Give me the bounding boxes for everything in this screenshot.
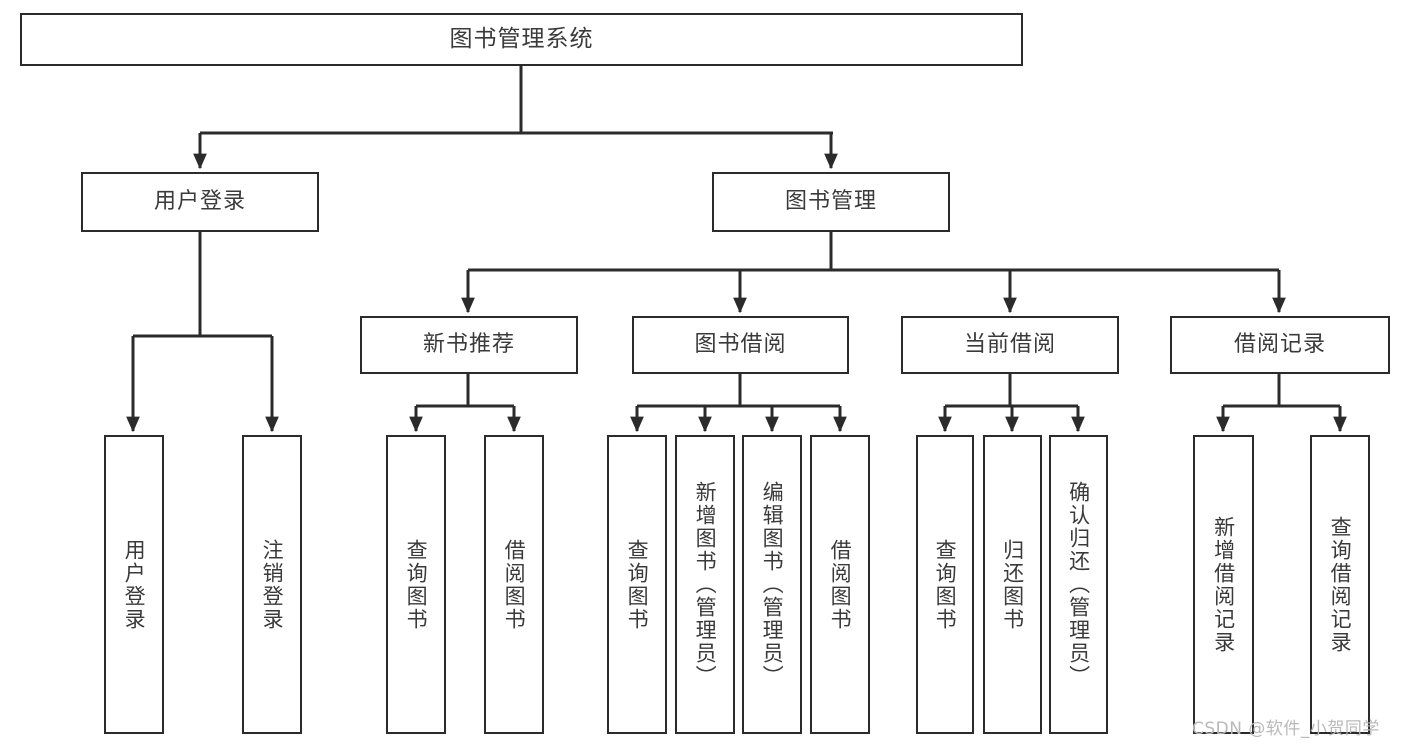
leaf-borrow-book-recommend[interactable]: 借阅图书 [484,435,544,734]
leaf-label: 查询图书 [933,538,958,631]
leaf-add-book-admin[interactable]: 新增图书（管理员） [675,435,735,734]
leaf-query-book-borrow[interactable]: 查询图书 [607,435,667,734]
leaf-label: 借阅图书 [828,538,853,631]
leaf-user-login[interactable]: 用户登录 [104,435,164,734]
leaf-label: 用户登录 [122,538,147,631]
node-new-book-recommendation[interactable]: 新书推荐 [360,316,578,374]
leaf-label: 新增图书（管理员） [693,481,718,688]
node-book-borrowing[interactable]: 图书借阅 [632,316,849,374]
leaf-label: 注销登录 [260,538,285,631]
leaf-label: 借阅图书 [502,538,527,631]
leaf-label: 编辑图书（管理员） [760,481,785,688]
leaf-add-borrow-record[interactable]: 新增借阅记录 [1193,435,1254,734]
leaf-query-book-current[interactable]: 查询图书 [916,435,974,734]
leaf-label: 确认归还（管理员） [1066,481,1091,688]
leaf-edit-book-admin[interactable]: 编辑图书（管理员） [742,435,802,734]
node-current-borrowing[interactable]: 当前借阅 [901,316,1119,374]
node-book-management[interactable]: 图书管理 [712,172,950,232]
leaf-label: 查询图书 [404,538,429,631]
leaf-label: 查询图书 [625,538,650,631]
leaf-label: 新增借阅记录 [1211,515,1236,654]
leaf-query-book-recommend[interactable]: 查询图书 [386,435,446,734]
node-root-system[interactable]: 图书管理系统 [20,13,1023,66]
csdn-watermark: CSDN @软件_小贺同学 [1192,719,1380,739]
leaf-borrow-book[interactable]: 借阅图书 [810,435,870,734]
leaf-confirm-return-admin[interactable]: 确认归还（管理员） [1049,435,1108,734]
leaf-label: 归还图书 [1000,538,1025,631]
node-user-login[interactable]: 用户登录 [81,172,319,232]
leaf-query-borrow-record[interactable]: 查询借阅记录 [1310,435,1370,734]
leaf-label: 查询借阅记录 [1328,515,1353,654]
leaf-logout[interactable]: 注销登录 [242,435,302,734]
node-borrow-records[interactable]: 借阅记录 [1170,316,1390,374]
leaf-return-book[interactable]: 归还图书 [983,435,1042,734]
